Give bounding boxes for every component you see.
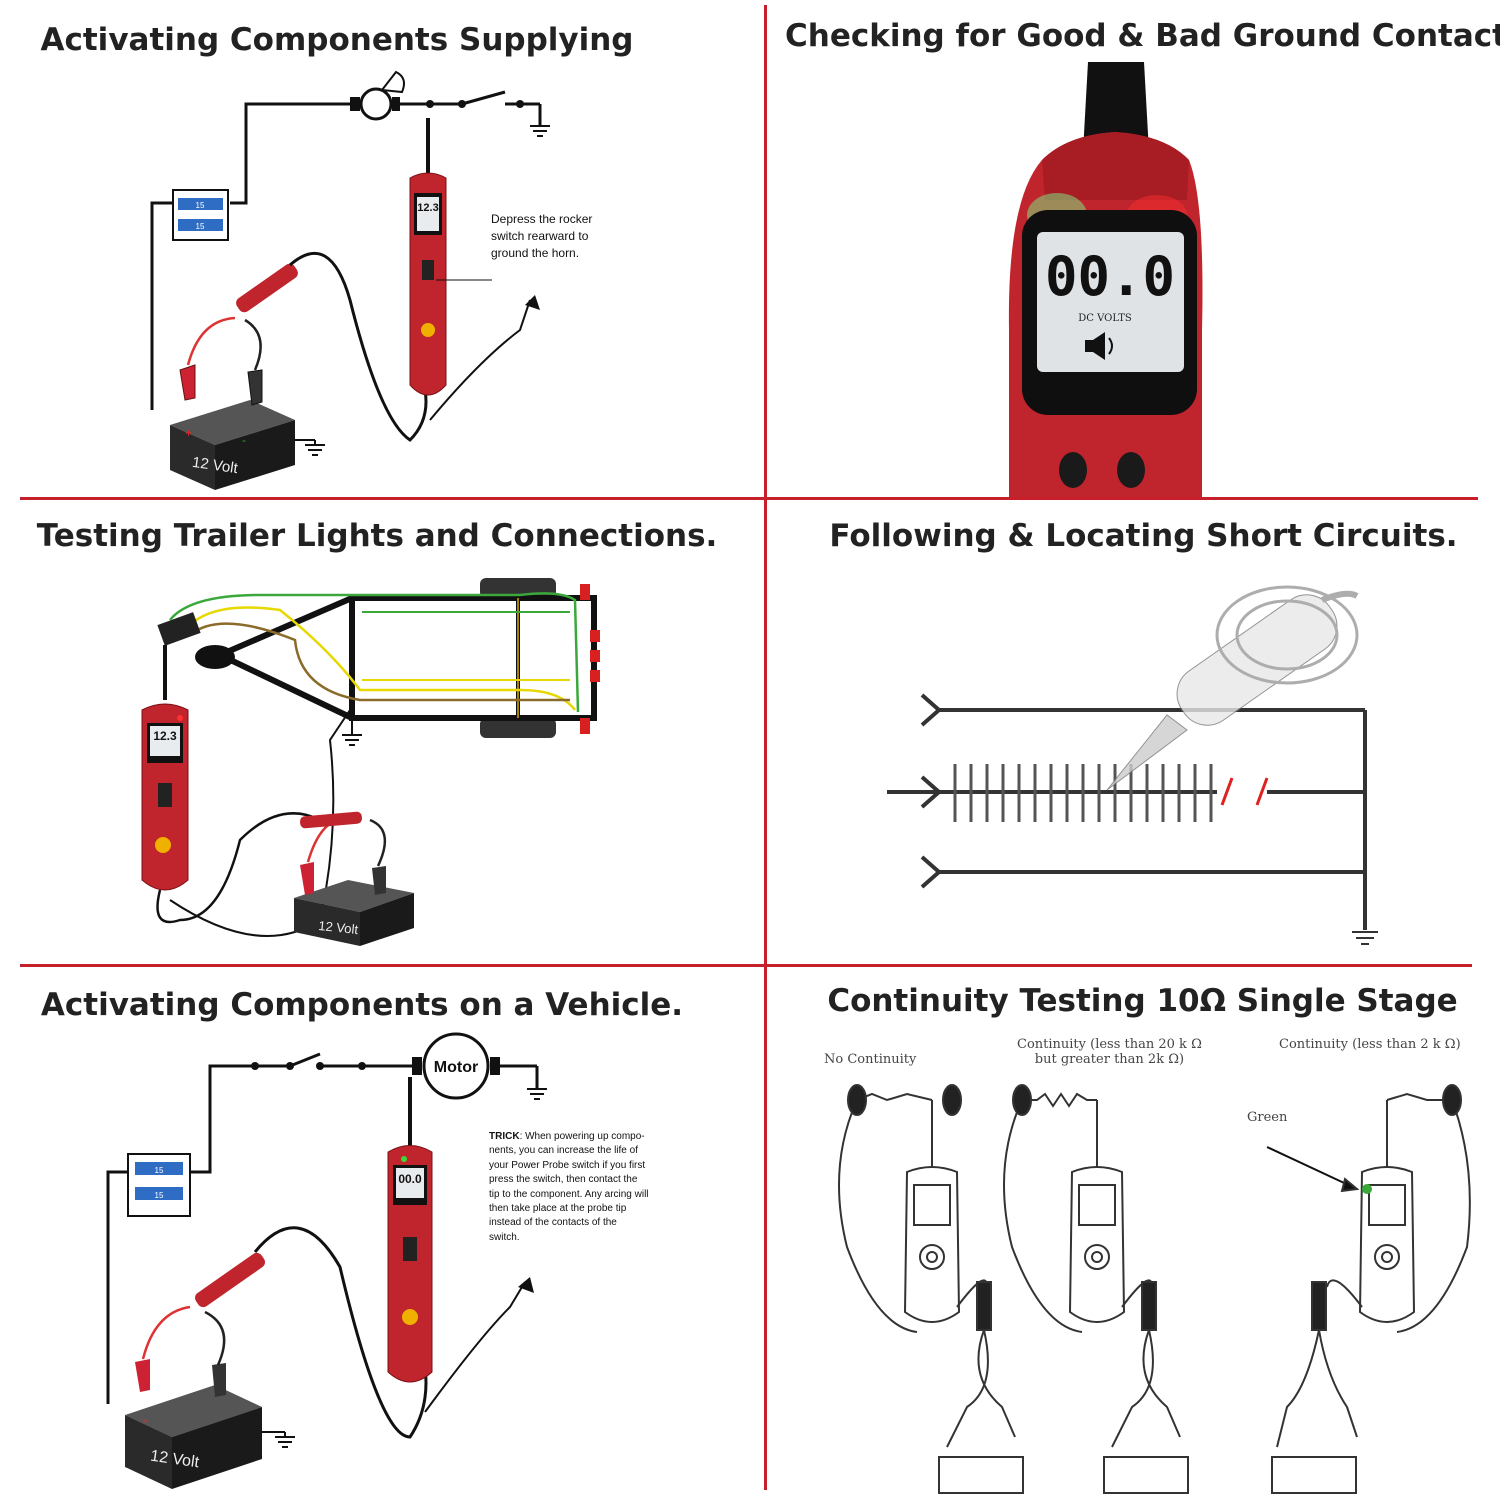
power-probe-tool (409, 118, 492, 396)
probe-display: 00.0 (398, 1172, 422, 1186)
fuse-label-1: 15 (196, 201, 205, 210)
trailer-plug (157, 612, 201, 646)
panel-short-circuits: Following & Locating Short Circuits. (767, 500, 1500, 964)
circuit-tracer-probe (1106, 585, 1359, 791)
vertical-divider (764, 5, 767, 1490)
button-left (1059, 452, 1087, 488)
label-green: Green (1247, 1110, 1288, 1125)
panel-trailer-lights: Testing Trailer Lights and Connections. (0, 500, 764, 964)
power-probe-tool (141, 703, 189, 891)
power-probe-tool (387, 1077, 433, 1383)
fuse-label-1: 15 (155, 1166, 164, 1175)
battery: 12 Volt + - (170, 400, 295, 490)
fuse-label-2: 15 (155, 1191, 164, 1200)
rocker-note: Depress the rocker switch rearward to gr… (491, 212, 593, 260)
panel-activating-supplying: Activating Components Supplying 15 15 12… (0, 0, 764, 497)
fuse-label-2: 15 (196, 222, 205, 231)
label-continuity-low: Continuity (less than 2 k Ω) (1279, 1037, 1461, 1052)
horn-circuit-diagram: 15 15 12 Volt + - (150, 70, 550, 490)
svg-text:+: + (185, 426, 192, 440)
trick-note: TRICK: When powering up compo-nents, you… (489, 1130, 649, 1245)
speaker-icon (1085, 332, 1113, 360)
battery: 12 Volt + (125, 1385, 262, 1489)
panel-title: Activating Components on a Vehicle. (40, 987, 684, 1023)
trailer-diagram: 12.3 12 Volt (141, 578, 600, 946)
label-no-continuity: No Continuity (824, 1052, 917, 1067)
probe-display: 00.0 (1045, 245, 1175, 308)
button-right (1117, 452, 1145, 488)
panel-title: Continuity Testing 10Ω Single Stage (827, 983, 1458, 1019)
magnetic-field-lines (953, 764, 1213, 822)
panel-title: Testing Trailer Lights and Connections. (36, 518, 718, 554)
horn-icon (350, 70, 405, 121)
trick-text: : When powering up compo-nents, you can … (489, 1131, 649, 1243)
panel-ground-contacts: Checking for Good & Bad Ground Contacts.… (767, 0, 1500, 497)
panel-title: Following & Locating Short Circuits. (829, 518, 1458, 554)
label-continuity-mid: Continuity (less than 20 k Ω but greater… (1017, 1037, 1202, 1067)
svg-text:+: + (142, 1414, 149, 1428)
horizontal-divider-1 (20, 497, 1478, 500)
battery-label: 12 Volt (191, 454, 240, 477)
motor-label: Motor (434, 1059, 478, 1076)
motor-icon (422, 1032, 490, 1100)
red-connector (236, 263, 298, 313)
probe-display: 12.3 (153, 729, 177, 743)
motor-circuit-diagram: Motor 15 15 12 Volt + (106, 1032, 547, 1489)
red-connector (195, 1252, 265, 1308)
ground-symbol-1 (530, 125, 550, 137)
horizontal-divider-2 (20, 964, 1472, 967)
panel-activating-vehicle: Activating Components on a Vehicle. Moto… (0, 967, 764, 1500)
svg-text:-: - (242, 433, 246, 447)
unit-label: DC VOLTS (1078, 313, 1132, 324)
probe-closeup: 00.0 DC VOLTS (1008, 62, 1203, 497)
probe-display: 12.3 (417, 202, 438, 214)
trick-label: TRICK (489, 1131, 520, 1142)
fuse-box (172, 189, 229, 241)
panel-continuity: Continuity Testing 10Ω Single Stage No C… (767, 967, 1500, 1500)
green-led (1362, 1184, 1372, 1194)
panel-title: Checking for Good & Bad Ground Contacts. (785, 18, 1500, 54)
battery-label: 12 Volt (318, 918, 359, 937)
panel-title: Activating Components Supplying (40, 22, 634, 58)
battery-label: 12 Volt (149, 1448, 200, 1472)
short-circuit-diagram (887, 585, 1378, 945)
continuity-diagram (838, 1084, 1471, 1494)
